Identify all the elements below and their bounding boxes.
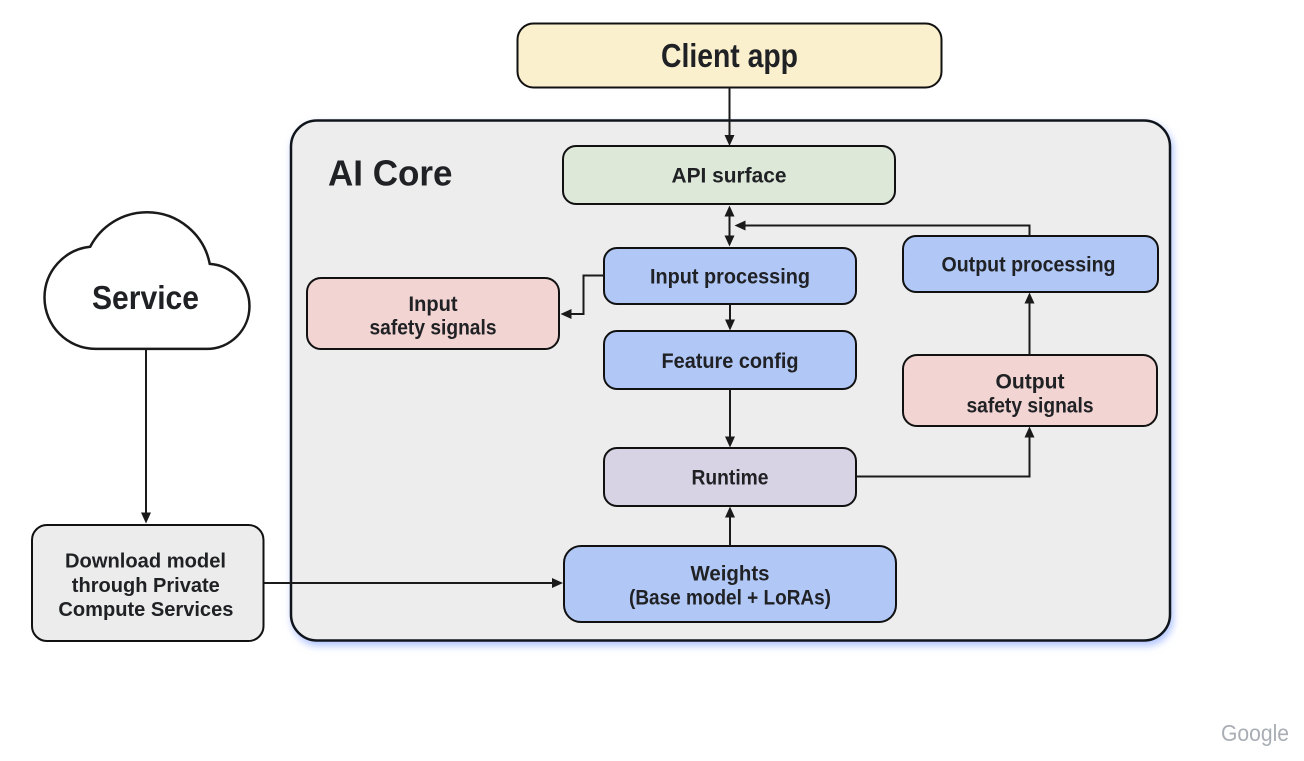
svg-text:Input: Input (409, 293, 458, 316)
svg-text:through Private: through Private (72, 575, 220, 597)
svg-text:Service: Service (92, 279, 199, 316)
svg-text:Download model: Download model (65, 550, 226, 572)
svg-text:API surface: API surface (672, 165, 787, 188)
svg-text:Google: Google (1221, 720, 1289, 746)
svg-text:Compute Services: Compute Services (58, 599, 233, 621)
svg-text:Runtime: Runtime (692, 467, 769, 490)
svg-text:(Base model + LoRAs): (Base model + LoRAs) (629, 587, 831, 610)
svg-text:Feature config: Feature config (662, 350, 799, 373)
svg-text:safety signals: safety signals (370, 317, 497, 340)
svg-text:AI Core: AI Core (328, 153, 453, 194)
svg-text:Output processing: Output processing (942, 254, 1116, 277)
svg-text:Client app: Client app (661, 37, 798, 74)
svg-text:safety signals: safety signals (967, 395, 1094, 418)
svg-text:Weights: Weights (691, 563, 770, 586)
svg-text:Input processing: Input processing (650, 266, 810, 289)
svg-text:Output: Output (996, 371, 1065, 394)
